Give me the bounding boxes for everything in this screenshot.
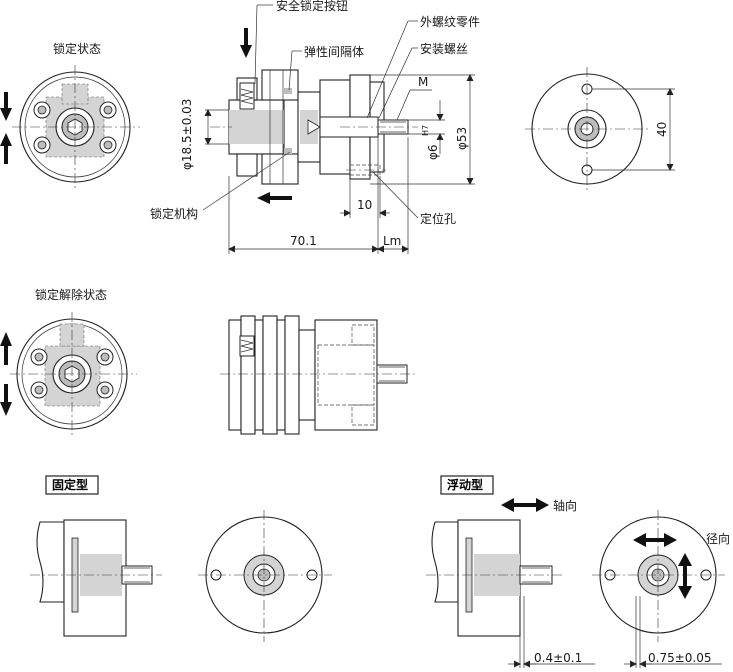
dim-len10: 10: [357, 198, 372, 212]
unlocked-front-view: 锁定解除状态: [0, 287, 137, 435]
dim-d6-tol: H7: [421, 125, 430, 136]
dim-d18: φ18.5±0.03: [180, 99, 194, 170]
arrow-up-icon: [0, 332, 12, 365]
label-lock-mechanism: 锁定机构: [150, 206, 198, 221]
radial-vertical-arrow-icon: [678, 553, 692, 599]
end-view: 40: [525, 67, 675, 190]
title-floating-type: 浮动型: [447, 477, 483, 492]
label-safety-lock-button: 安全锁定按钮: [276, 0, 348, 13]
arrow-down-icon: [240, 28, 252, 58]
arrow-down-icon: [0, 92, 12, 121]
locked-front-view: 锁定状态: [0, 41, 140, 188]
unlocked-side-view: [220, 315, 418, 435]
title-fixed-type: 固定型: [52, 477, 88, 492]
dim-d53: φ53: [455, 127, 469, 150]
arrow-down-icon: [0, 384, 12, 416]
label-mounting-screw: 安装螺丝: [420, 41, 468, 56]
dim-axial-tol: 0.4±0.1: [534, 651, 582, 665]
floating-type-box: [440, 475, 494, 495]
dim-h40: 40: [655, 122, 669, 137]
fixed-type-box: [45, 475, 99, 495]
label-radial: 径向: [706, 531, 730, 546]
floating-type-section: 浮动型 轴向 0.4±0.1 0.75±0.05: [426, 475, 730, 668]
fixed-type-section: 固定型: [30, 475, 332, 642]
dim-len70: 70.1: [290, 234, 317, 248]
label-thread-m: M: [418, 75, 428, 89]
radial-horizontal-arrow-icon: [633, 533, 677, 547]
axial-double-arrow-icon: [501, 498, 549, 512]
section-side-view: 安全锁定按钮 弹性间隔体 外螺纹零件 安装螺丝 M 锁定机构 定位孔 φ18.5…: [150, 0, 480, 254]
label-external-thread-part: 外螺纹零件: [420, 15, 480, 29]
dim-d6: φ6: [426, 144, 440, 160]
label-locked-state: 锁定状态: [53, 41, 101, 56]
bolt-group: [33, 101, 117, 154]
arrow-up-icon: [0, 133, 12, 164]
dim-radial-tol: 0.75±0.05: [648, 651, 712, 665]
label-positioning-hole: 定位孔: [420, 211, 456, 226]
label-unlocked-state: 锁定解除状态: [35, 287, 107, 302]
dim-lm: Lm: [383, 234, 401, 248]
label-elastic-spacer: 弹性间隔体: [304, 45, 364, 59]
label-axial: 轴向: [553, 498, 577, 513]
arrow-left-icon: [257, 192, 292, 204]
